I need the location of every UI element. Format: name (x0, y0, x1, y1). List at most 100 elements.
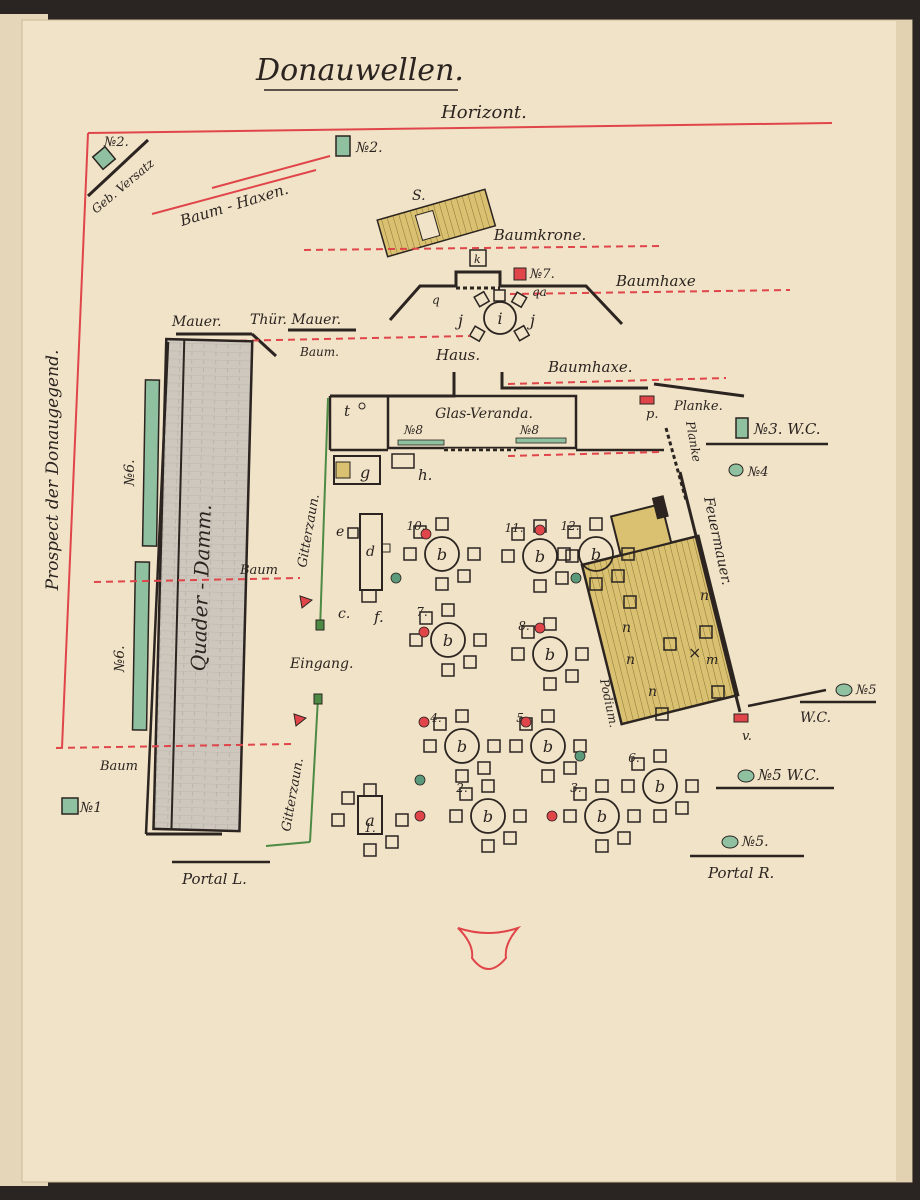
tables-group: b10.b11.b12.b7.b8.b4.b5.b6.b2.b3.a1. (331, 517, 699, 857)
label-thur-mauer: Thür. Mauer. (250, 312, 341, 328)
label-k: k (474, 253, 481, 266)
label-m: m (706, 653, 718, 668)
chair (403, 547, 417, 561)
lamp-dot (414, 774, 426, 786)
lamp-dot (520, 716, 532, 728)
label-baum-mid: Baum (239, 563, 278, 578)
label-n3: n (626, 652, 635, 668)
label-q-right: qa (532, 285, 547, 299)
chair (573, 787, 587, 801)
label-nr2-left: №2. (103, 135, 129, 150)
chair (543, 677, 557, 691)
chair (541, 709, 555, 723)
chair (627, 809, 641, 823)
label-q-left: q (432, 293, 440, 307)
label-baumhaxe-top: Baumhaxe (615, 272, 696, 290)
chair (563, 761, 577, 775)
label-v: v. (742, 729, 752, 744)
label-baumhaxe-mid: Baumhaxe. (547, 358, 633, 376)
table-label: b (443, 631, 453, 650)
chair (481, 839, 495, 853)
label-nr3-wc: №3. W.C. (753, 420, 821, 438)
chair (477, 761, 491, 775)
chair (457, 569, 471, 583)
table-4: b7. (409, 603, 487, 677)
label-n4: n (648, 684, 657, 700)
table-10: b3. (563, 779, 641, 853)
label-nr6-upper: №6. (122, 459, 138, 487)
chair (449, 809, 463, 823)
table-1: b10. (403, 517, 481, 591)
chair (455, 709, 469, 723)
chair (685, 779, 699, 793)
label-nr5-wc: №5 W.C. (757, 766, 820, 784)
label-n1: n (700, 588, 709, 604)
page-edge (896, 20, 912, 1182)
label-eingang: Eingang. (289, 656, 353, 672)
chair (617, 831, 631, 845)
label-nr8-left: №8 (403, 423, 423, 437)
label-wc-right: W.C. (800, 710, 831, 726)
table-label: b (457, 737, 467, 756)
label-c-buffet: c. (338, 606, 350, 622)
table-label: b (655, 777, 665, 796)
plan-title: Donauwellen. (255, 53, 464, 88)
chair (513, 809, 527, 823)
table-label: a (365, 811, 375, 830)
label-nr8-right: №8 (519, 423, 539, 437)
chair (555, 571, 569, 585)
chair (595, 779, 609, 793)
table-5: b8. (511, 617, 589, 691)
chair (565, 669, 579, 683)
label-baum-top: Baum. (299, 345, 339, 359)
label-i: i (497, 309, 502, 328)
label-portal-l: Portal L. (181, 870, 247, 888)
chair (455, 769, 469, 783)
label-d: d (366, 544, 375, 560)
chair (509, 739, 523, 753)
chair (331, 813, 345, 827)
table-label: b (543, 737, 553, 756)
chair (409, 633, 423, 647)
table-label: b (483, 807, 493, 826)
chair (341, 791, 355, 805)
chair (473, 633, 487, 647)
label-p: p. (646, 407, 658, 422)
label-j-left: j (455, 311, 463, 330)
label-nr6-lower: №6. (112, 645, 128, 673)
table-9: b2. (449, 779, 527, 853)
lamp-dot (534, 622, 546, 634)
lamp-dot (570, 572, 582, 584)
table-label: b (597, 807, 607, 826)
prompter-box (457, 925, 522, 970)
label-nr1: №1 (79, 800, 102, 816)
label-planke-top: Planke. (673, 399, 723, 414)
chair (435, 577, 449, 591)
label-s: S. (412, 188, 426, 204)
chair (621, 547, 635, 561)
chair (459, 787, 473, 801)
chair (543, 617, 557, 631)
chair (363, 843, 377, 857)
chair (501, 549, 515, 563)
label-haus: Haus. (435, 346, 480, 364)
chair (563, 809, 577, 823)
chair (595, 839, 609, 853)
lamp-dot (414, 810, 426, 822)
chair (395, 813, 409, 827)
label-nr7: №7. (529, 267, 555, 282)
prospect-line (61, 132, 89, 749)
chair (435, 517, 449, 531)
lamp-dot (534, 524, 546, 536)
label-g: g (360, 463, 370, 482)
lamp-dot (390, 572, 402, 584)
label-j-right: j (527, 311, 535, 330)
label-nr2-right: №2. (355, 140, 383, 156)
lamp-dot (574, 750, 586, 762)
label-nr5-bottom: №5. (741, 834, 769, 850)
table-number: 1. (364, 821, 375, 835)
chair (487, 739, 501, 753)
table-11: a1. (331, 783, 409, 857)
label-nr4: №4 (747, 465, 769, 480)
